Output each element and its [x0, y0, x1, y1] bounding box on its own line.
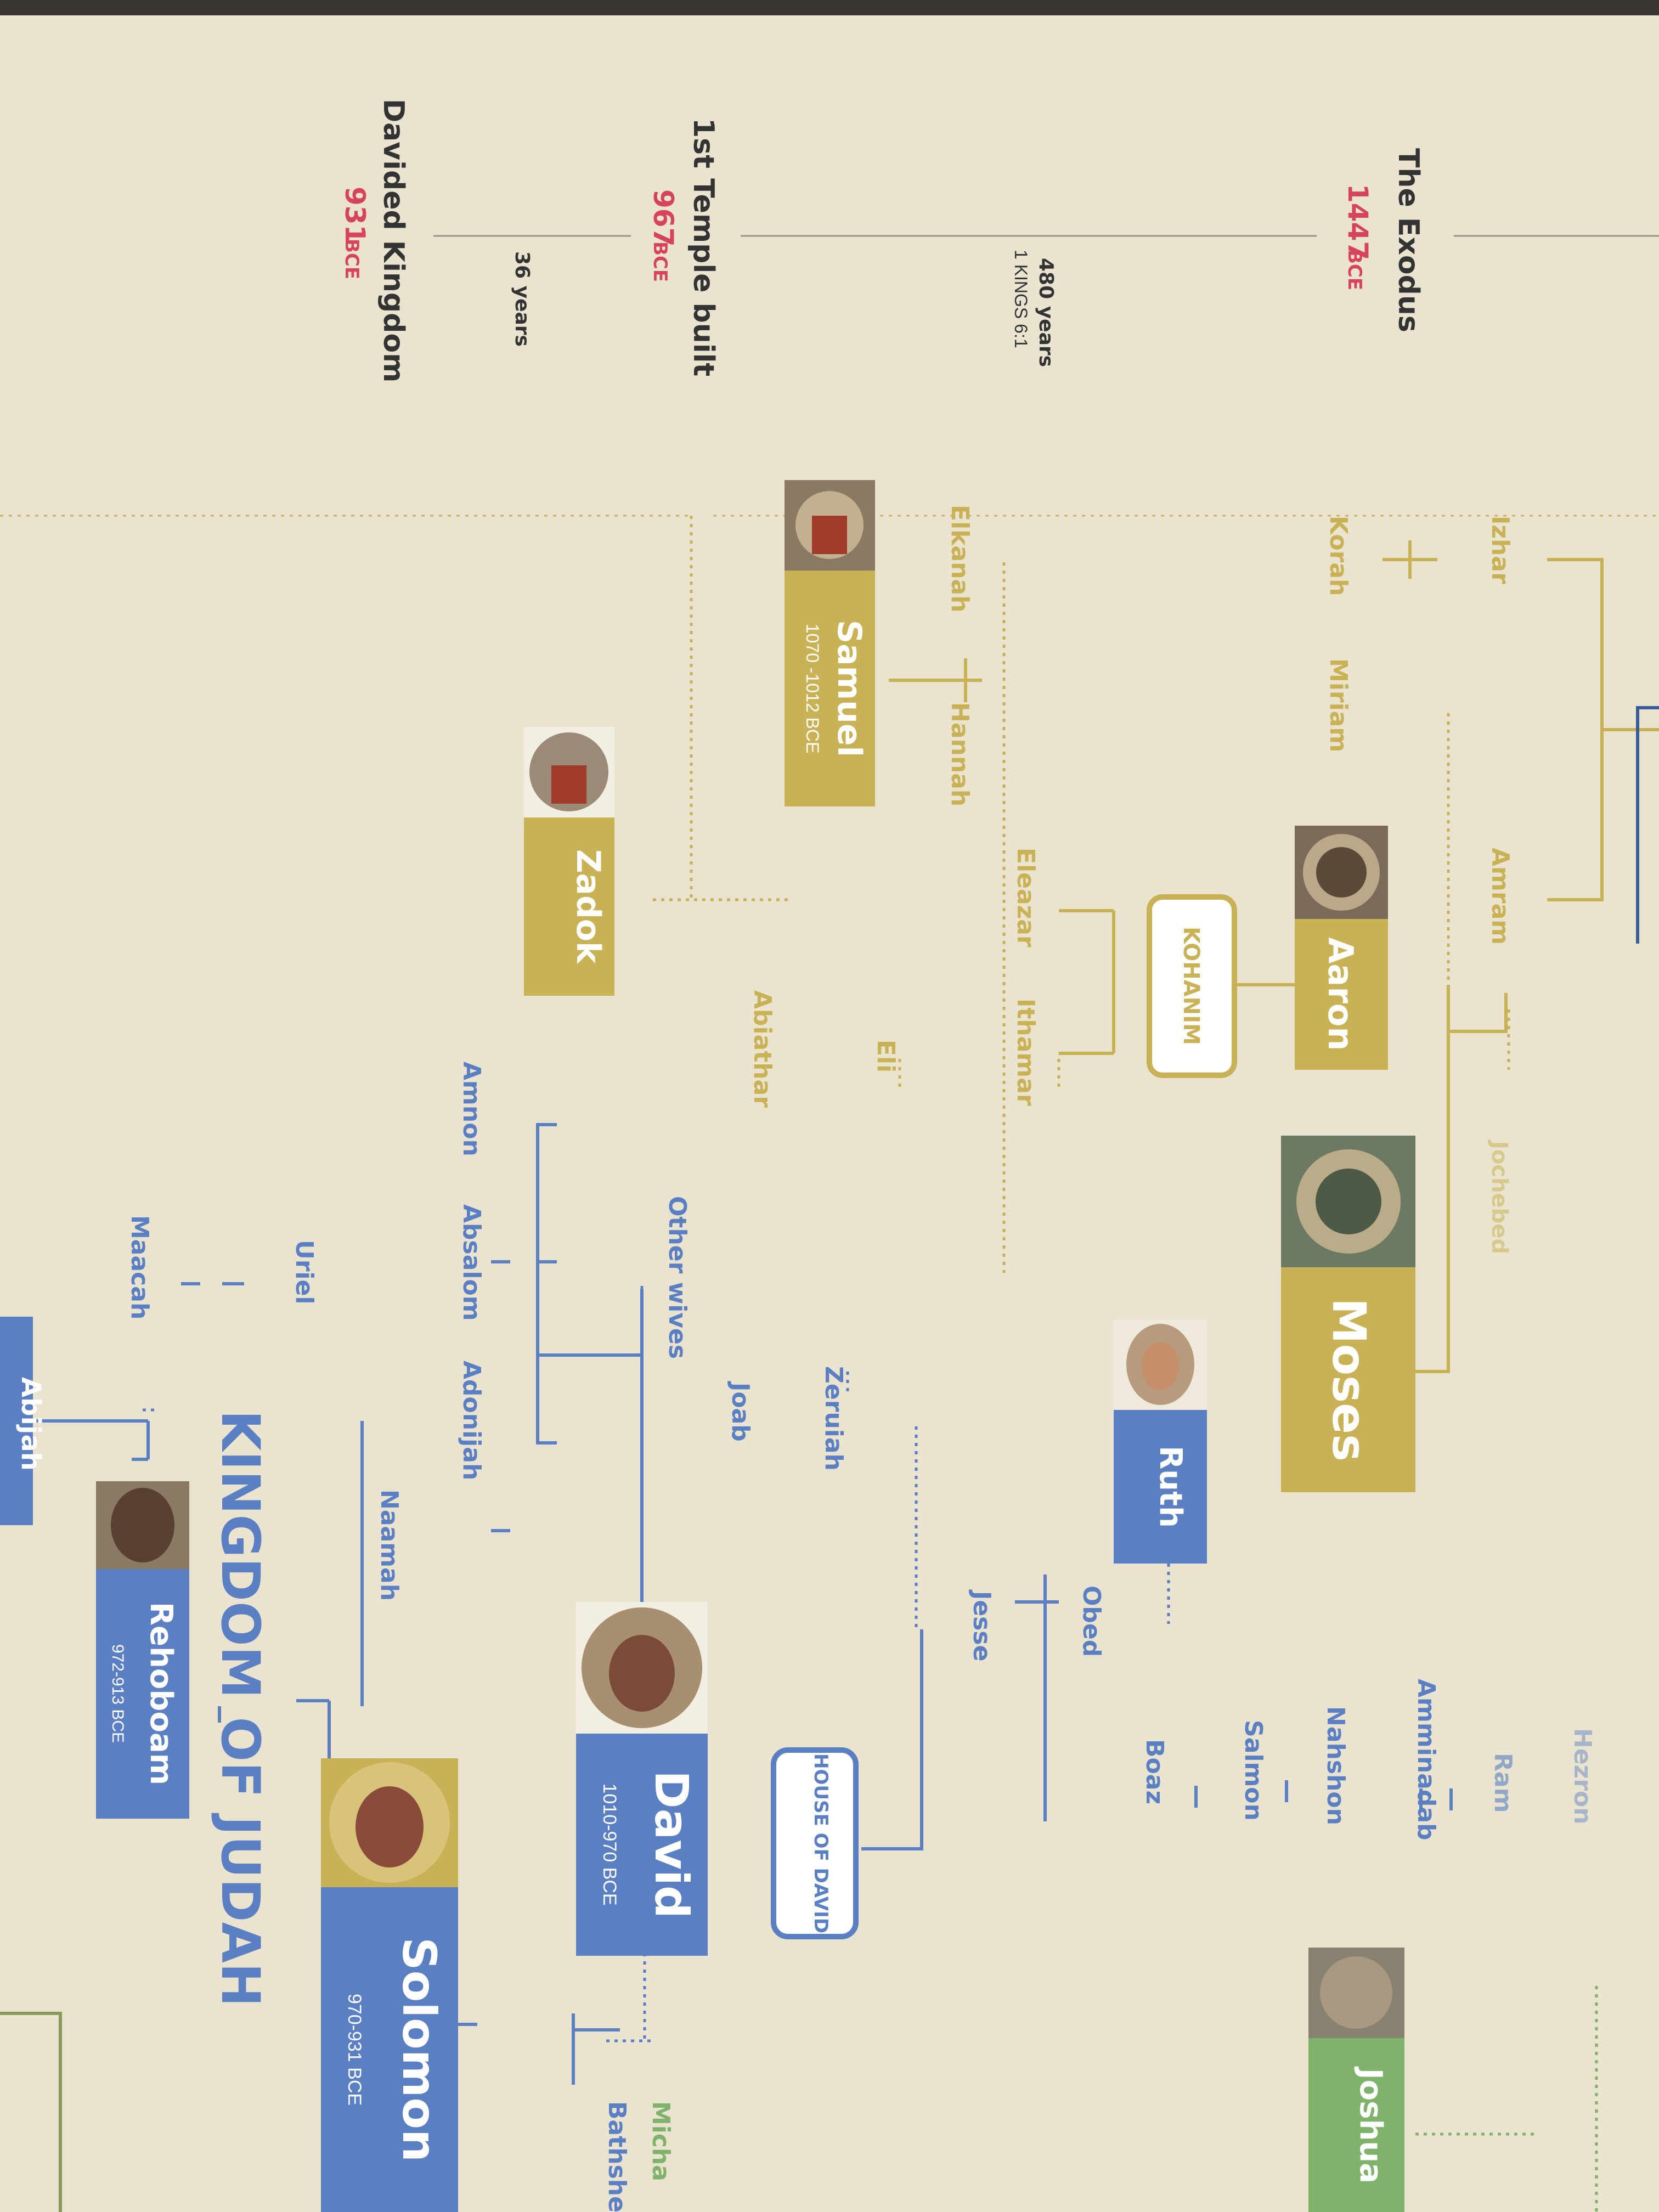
name-micha: Micha	[647, 2101, 675, 2181]
name-eli: Eli	[872, 1040, 900, 1073]
name-salmon: Salmon	[1239, 1720, 1267, 1821]
event-exodus-era: BCE	[1344, 250, 1365, 290]
name-miriam: Miriam	[1324, 658, 1352, 752]
zadok-card: Zadok	[524, 727, 614, 996]
name-nahshon: Nahshon	[1322, 1706, 1350, 1825]
kohanim-badge: KOHANIM	[1147, 894, 1237, 1078]
david-card: David 1010-970 BCE	[576, 1602, 708, 1956]
name-obed: Obed	[1077, 1585, 1105, 1657]
solomon-dates: 970-931 BCE	[344, 1994, 365, 2106]
event-temple-year: 967	[647, 189, 679, 246]
ruth-label: Ruth	[1153, 1446, 1188, 1528]
name-absalom: Absalom	[458, 1204, 486, 1321]
name-amnon: Amnon	[458, 1062, 486, 1156]
rehoboam-card: Rehoboam 972-913 BCE	[96, 1481, 189, 1819]
david-dates: 1010-970 BCE	[599, 1783, 620, 1905]
name-korah: Korah	[1324, 516, 1352, 596]
frame-edge	[0, 0, 1659, 15]
name-jochebed: Jochebed	[1487, 1139, 1512, 1254]
name-hannah: Hannah	[946, 702, 974, 806]
interval-36-label: 36 years	[511, 251, 533, 347]
joshua-label: Joshua	[1353, 2066, 1389, 2183]
rehoboam-dates: 972-913 BCE	[109, 1644, 127, 1743]
samuel-dates: 1070 -1012 BCE	[803, 624, 822, 754]
kohanim-label: KOHANIM	[1178, 927, 1204, 1045]
name-amminadab: Amminadab	[1412, 1679, 1440, 1841]
event-divided-year: 931	[339, 187, 371, 244]
timeline-rules	[0, 235, 1659, 517]
levite-connectors	[889, 540, 1659, 1373]
event-temple-era: BCE	[649, 241, 671, 282]
house-of-david-label: HOUSE OF DAVID	[810, 1753, 832, 1933]
name-izhar: Izhar	[1486, 516, 1514, 584]
interval-480-label: 480 years	[1035, 258, 1057, 367]
samuel-label: Samuel	[830, 620, 868, 757]
moses-card: Moses	[1281, 1136, 1415, 1492]
aaron-label: Aaron	[1321, 937, 1361, 1051]
name-elkanah: Elkanah	[946, 505, 974, 612]
name-maacah: Maacah	[126, 1215, 154, 1319]
name-zeruiah: Zeruiah	[820, 1366, 848, 1471]
name-joab: Joab	[726, 1381, 754, 1442]
name-bathsheba: Bathsheba	[603, 2101, 631, 2212]
joshua-card: Joshua	[1308, 1948, 1404, 2212]
name-eleazar: Eleazar	[1012, 848, 1040, 947]
name-abiathar: Abiathar	[748, 990, 776, 1108]
ruth-card: Ruth	[1114, 1319, 1207, 1564]
aaron-card: Aaron	[1295, 826, 1388, 1070]
abijah-card: Abijah	[0, 1317, 46, 1525]
judah-dotted	[143, 1284, 1170, 2042]
event-exodus-date: 1447 BCE	[1342, 184, 1374, 290]
solomon-card: Solomon 970-931 BCE	[321, 1758, 458, 2212]
event-exodus-title: The Exodus	[1392, 148, 1425, 332]
event-divided-title: Davided Kingdom	[377, 99, 410, 382]
moses-label: Moses	[1322, 1298, 1376, 1462]
interval-480-ref: 1 KINGS 6:1	[1011, 250, 1031, 348]
event-exodus-year: 1447	[1342, 184, 1374, 260]
house-of-david-badge: HOUSE OF DAVID	[771, 1747, 859, 1939]
name-boaz: Boaz	[1141, 1739, 1169, 1804]
samuel-card: Samuel 1070 -1012 BCE	[785, 480, 875, 806]
name-adonijah: Adonijah	[458, 1361, 486, 1480]
kingdom-of-judah-title: KINGDOM OF JUDAH	[210, 1410, 271, 2007]
event-divided-era: BCE	[341, 239, 363, 279]
event-temple-title: 1st Temple built	[687, 118, 720, 376]
solomon-label: Solomon	[392, 1937, 446, 2162]
name-uriel: Uriel	[290, 1240, 318, 1304]
name-amram: Amram	[1486, 848, 1514, 945]
joshua-dotted	[1415, 1986, 1598, 2212]
event-temple-date: 967 BCE	[647, 189, 679, 282]
name-other-wives: Other wives	[663, 1196, 691, 1359]
levite-dotted	[653, 516, 1510, 1273]
zadok-label: Zadok	[569, 849, 607, 964]
name-ithamar: Ithamar	[1012, 998, 1040, 1106]
rehoboam-label: Rehoboam	[143, 1602, 179, 1785]
name-naamah: Naamah	[375, 1489, 403, 1601]
event-divided-date: 931 BCE	[339, 187, 371, 279]
name-hezron: Hezron	[1568, 1728, 1596, 1825]
right-edge-bracket	[1636, 706, 1659, 944]
israel-bracket	[0, 2012, 62, 2212]
david-label: David	[645, 1770, 698, 1918]
name-ram: Ram	[1489, 1753, 1517, 1813]
name-jesse: Jesse	[968, 1589, 996, 1661]
abijah-label: Abijah	[15, 1377, 46, 1471]
